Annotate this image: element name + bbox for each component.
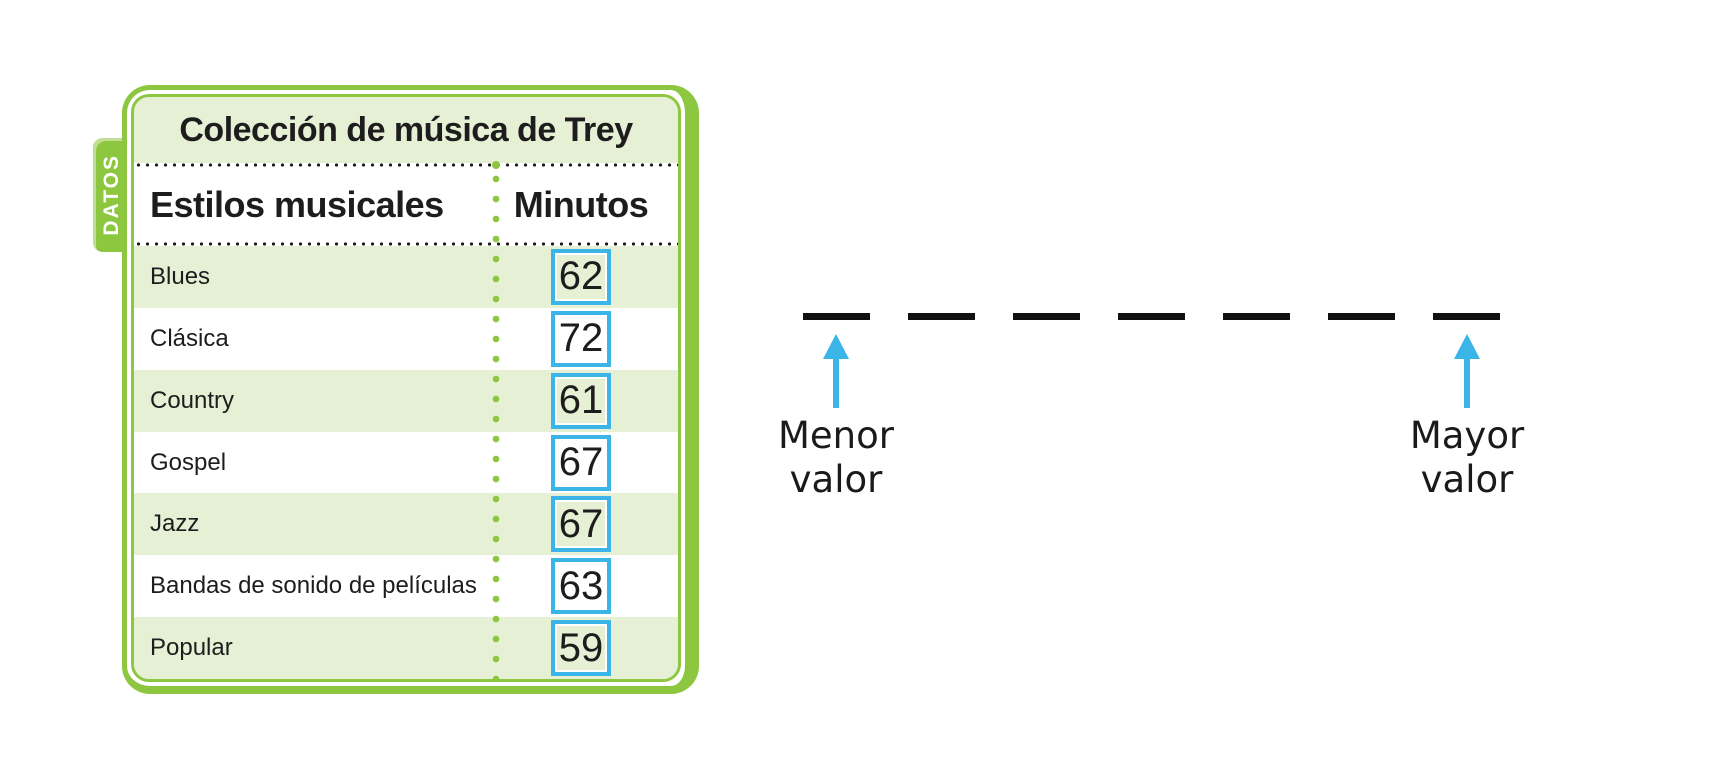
row-label: Gospel — [150, 448, 227, 476]
row-value-cell: 63 — [500, 558, 678, 615]
table-row: Clásica 72 — [134, 308, 678, 370]
column-header-styles: Estilos musicales — [150, 183, 444, 225]
row-value-cell: 59 — [500, 620, 678, 677]
dotted-divider-top — [134, 161, 678, 169]
minutes-value: 67 — [558, 440, 604, 484]
minutes-value-box: 62 — [551, 248, 611, 305]
min-value-label: Menor valor — [726, 414, 946, 502]
minutes-value: 61 — [558, 378, 604, 423]
row-label: Bandas de sonido de películas — [150, 572, 477, 600]
max-value-label-line2: valor — [1420, 458, 1514, 501]
minutes-value-box: 67 — [551, 496, 611, 553]
minutes-value: 59 — [558, 625, 604, 670]
answer-blank[interactable] — [803, 313, 870, 320]
datos-tab-label: DATOS — [100, 154, 123, 236]
table-row: Country 61 — [134, 369, 678, 432]
data-table-card: Colección de música de Trey Estilos musi… — [122, 85, 699, 694]
table-body: Blues 62 Clásica 72 Country — [134, 246, 678, 679]
minutes-value: 63 — [558, 563, 604, 608]
minutes-value-box: 67 — [551, 434, 611, 491]
up-arrow-icon — [823, 334, 849, 408]
row-label: Jazz — [150, 510, 200, 538]
answer-blank[interactable] — [1328, 313, 1395, 320]
table-row: Blues 62 — [134, 246, 678, 308]
table-row: Popular 59 — [134, 617, 678, 679]
row-value-cell: 67 — [500, 496, 678, 553]
max-value-label-line1: Mayor — [1409, 414, 1525, 457]
answer-blank[interactable] — [1433, 313, 1500, 320]
minutes-value-box: 59 — [551, 620, 611, 677]
answer-blank[interactable] — [1223, 313, 1290, 320]
minutes-value-box: 61 — [551, 372, 611, 429]
row-label: Country — [150, 386, 235, 414]
row-label: Blues — [150, 262, 211, 290]
minutes-value-box: 63 — [551, 558, 611, 615]
answer-blank[interactable] — [1118, 313, 1185, 320]
minutes-value: 72 — [558, 316, 604, 361]
row-value-cell: 72 — [500, 310, 678, 367]
table-title-bar: Colección de música de Trey — [134, 97, 678, 163]
table-row: Gospel 67 — [134, 432, 678, 494]
row-value-cell: 67 — [500, 434, 678, 491]
table-header-row: Estilos musicales Minutos — [134, 167, 678, 242]
table-title: Colección de música de Trey — [179, 110, 633, 149]
min-value-label-line2: valor — [789, 458, 883, 501]
row-label: Popular — [150, 634, 233, 662]
answer-blank[interactable] — [908, 313, 975, 320]
answer-blank[interactable] — [1013, 313, 1080, 320]
minutes-value: 67 — [558, 501, 604, 546]
table-row: Jazz 67 — [134, 493, 678, 556]
divider-green-dot — [492, 161, 500, 169]
up-arrow-icon — [1454, 334, 1480, 408]
dotted-divider-header — [134, 242, 678, 246]
table-row: Bandas de sonido de películas 63 — [134, 555, 678, 617]
minutes-value: 62 — [558, 254, 604, 299]
row-label: Clásica — [150, 324, 229, 352]
max-value-label: Mayor valor — [1357, 414, 1577, 502]
data-table: Colección de música de Trey Estilos musi… — [131, 94, 681, 682]
min-value-label-line1: Menor — [778, 414, 894, 457]
column-header-minutes: Minutos — [513, 183, 649, 225]
row-value-cell: 61 — [500, 372, 678, 429]
row-value-cell: 62 — [500, 248, 678, 305]
minutes-value-box: 72 — [551, 310, 611, 367]
